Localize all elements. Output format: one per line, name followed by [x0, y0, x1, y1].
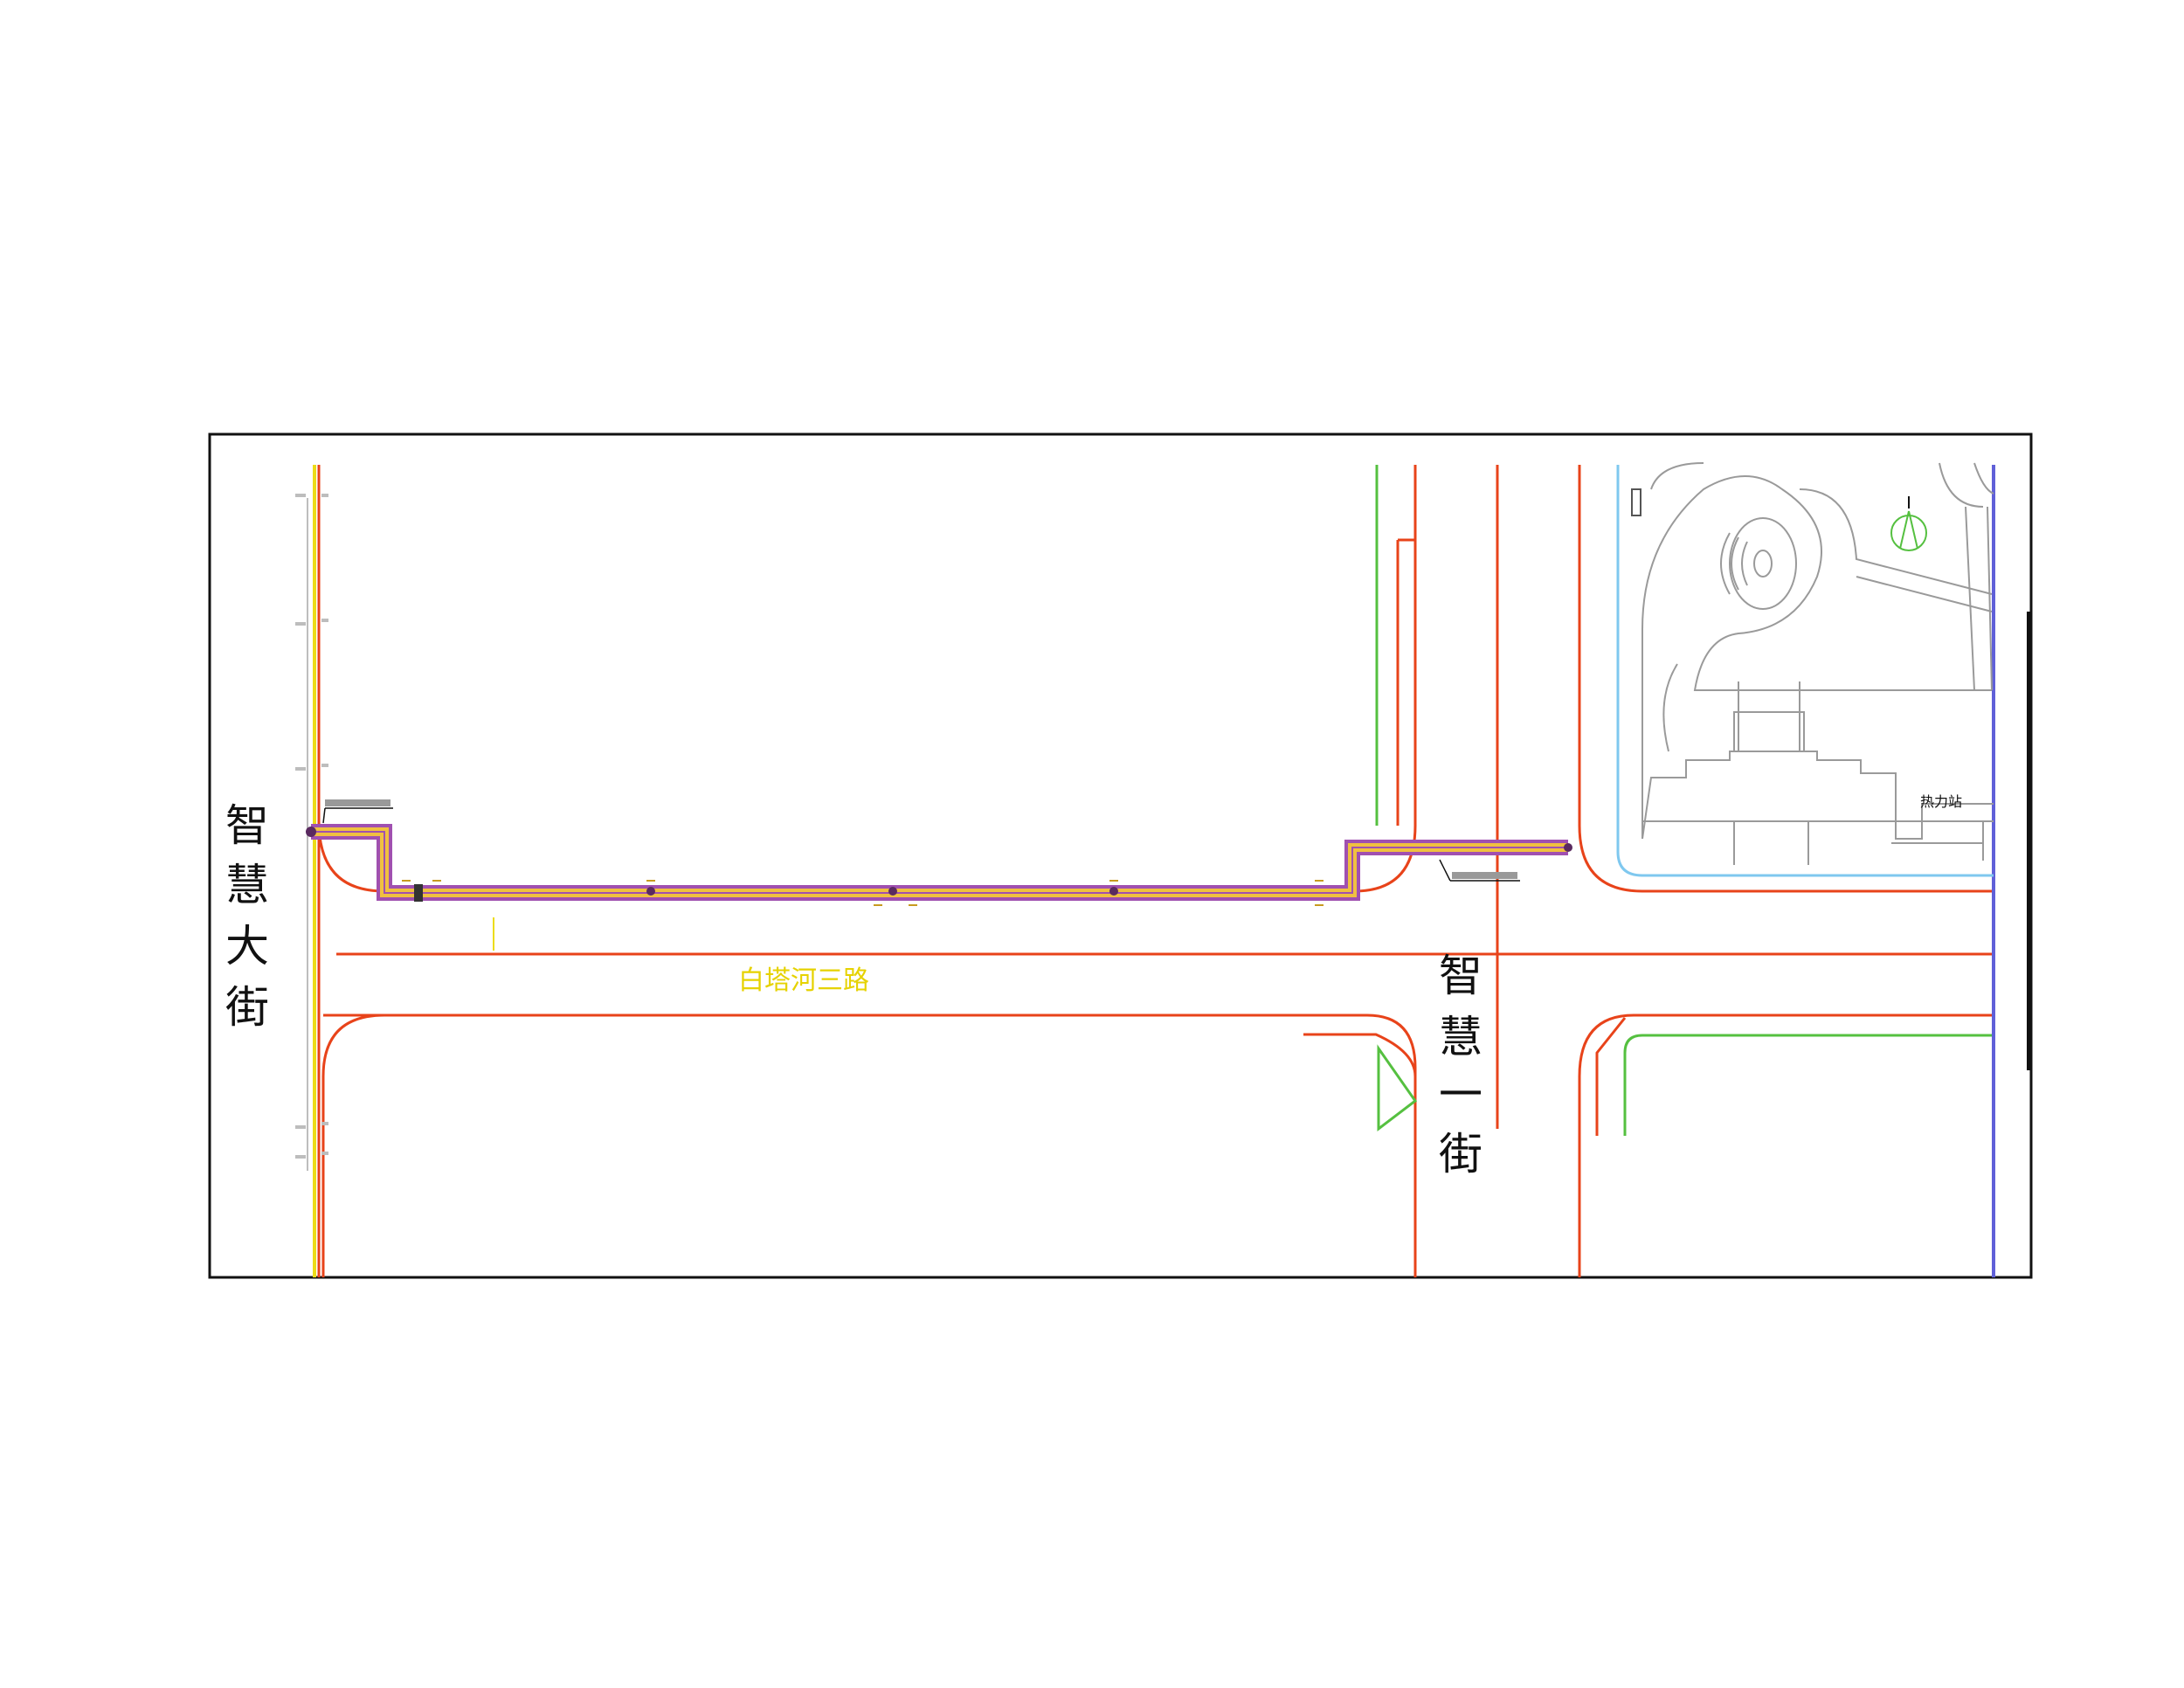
chainage-marks [295, 494, 328, 1159]
west-street-label-2: 慧 [225, 860, 269, 910]
east-street-label-4: 街 [1439, 1129, 1482, 1180]
pipe-markers [402, 880, 1324, 951]
main-road-label: 白塔河三路 [738, 965, 869, 996]
pipe-node-icon [306, 827, 1572, 902]
site-boundary [1616, 465, 1994, 877]
heating-pipeline [311, 824, 1568, 901]
north-arrow-icon [1890, 496, 1927, 551]
east-street-label-1: 智 [1439, 951, 1482, 1001]
west-street-label-1: 智 [225, 800, 269, 851]
green-lines [1375, 465, 1994, 1136]
station-label: 热力站 [1920, 793, 1962, 810]
pipe-annotations [322, 799, 1520, 882]
site-layout [1631, 462, 1994, 865]
east-street-label-2: 慧 [1439, 1012, 1482, 1062]
west-street-label-4: 街 [225, 982, 269, 1033]
west-street-label-3: 大 [225, 921, 269, 972]
drawing-frame [208, 432, 2033, 1279]
east-street-label-3: 一 [1439, 1069, 1482, 1120]
road-network [307, 465, 1994, 1277]
